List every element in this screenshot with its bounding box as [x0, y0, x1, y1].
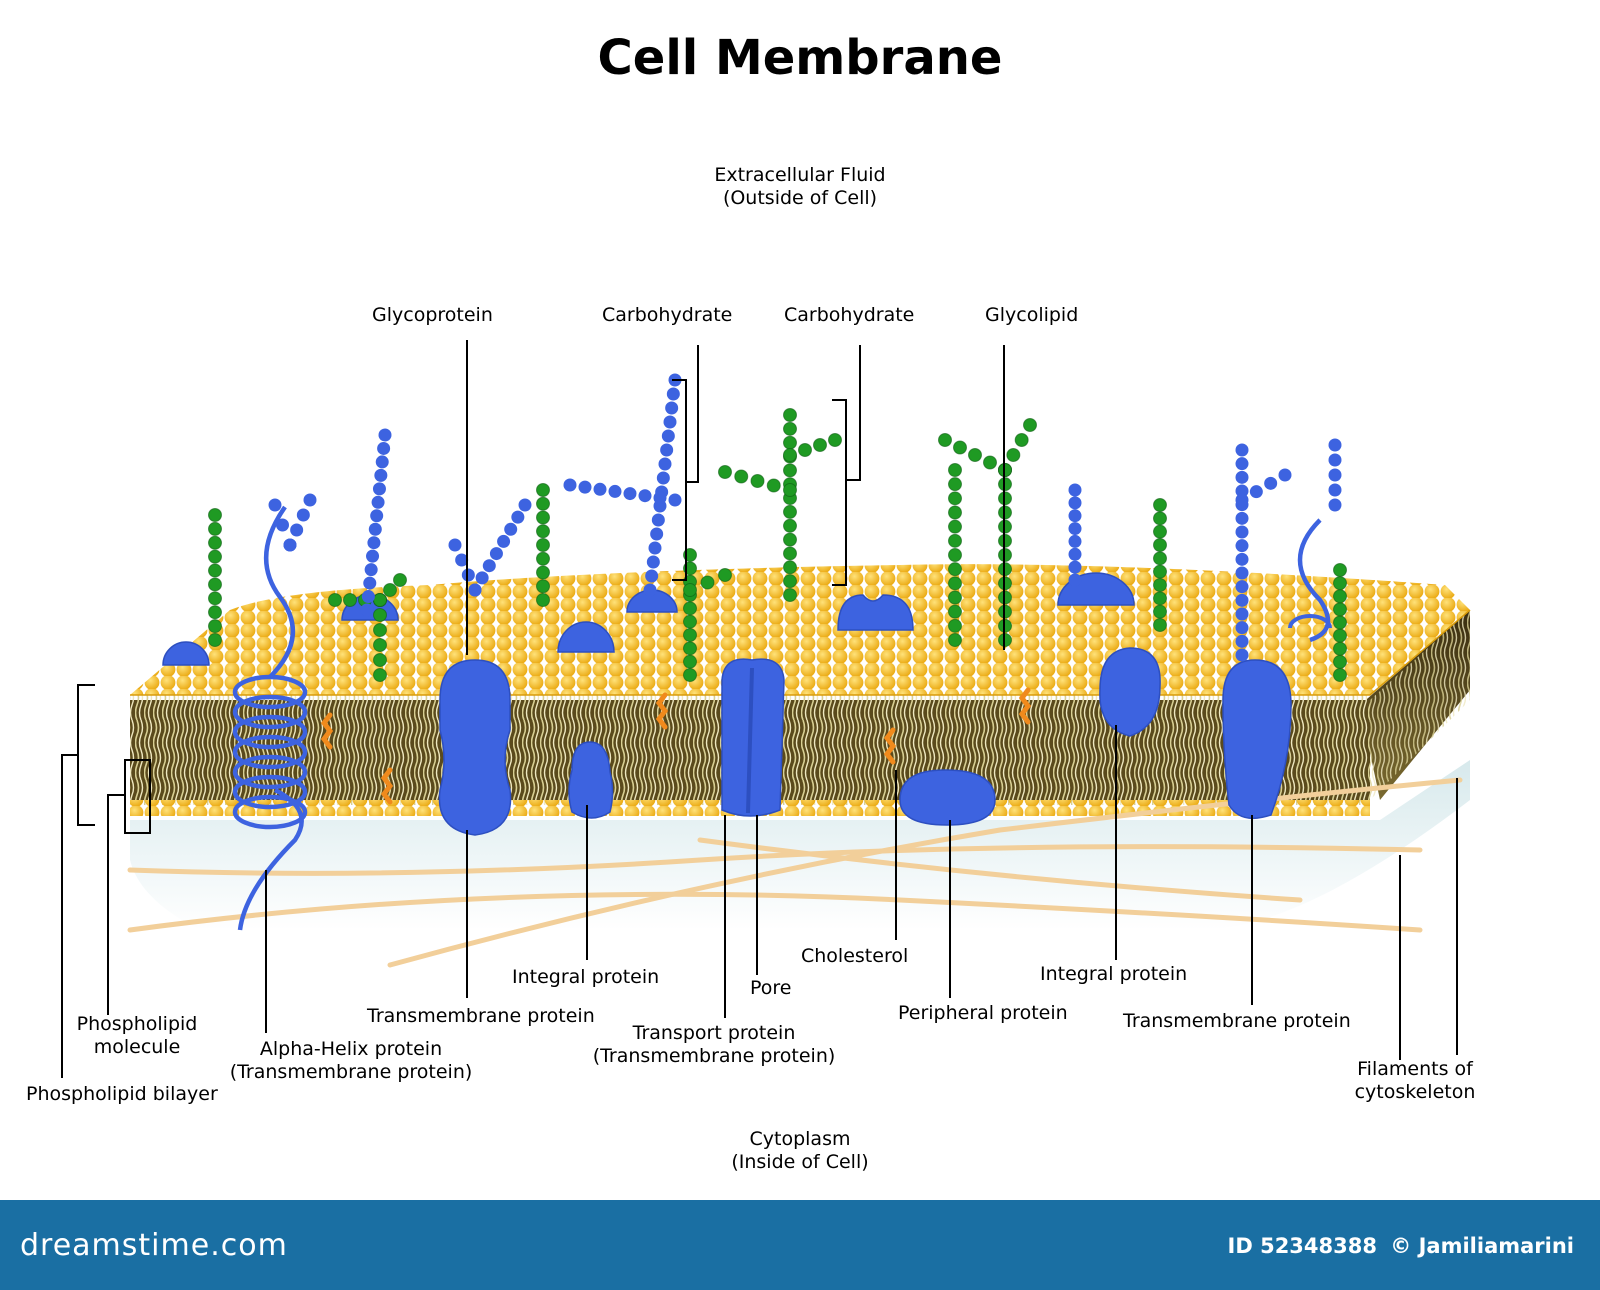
surface-protein-b — [557, 621, 615, 653]
glycan-chain — [1235, 443, 1249, 662]
footer-brand: dreamstime.com — [20, 1228, 288, 1263]
glycan-chain — [268, 498, 297, 552]
filaments-line2: cytoskeleton — [1354, 1081, 1476, 1103]
label-alpha-helix: Alpha-Helix protein (Transmembrane prote… — [224, 1038, 478, 1084]
integral-protein-left — [568, 741, 614, 819]
glycan-chain — [208, 508, 222, 647]
extracellular-line2: (Outside of Cell) — [722, 187, 878, 209]
label-integral-right: Integral protein — [1040, 963, 1188, 985]
transmembrane-protein-left — [438, 659, 512, 836]
glycan-chain — [948, 463, 962, 647]
glycan-chain — [783, 433, 842, 462]
cytoplasm-label: Cytoplasm (Inside of Cell) — [700, 1128, 900, 1174]
alpha-helix-line2: (Transmembrane protein) — [229, 1061, 473, 1083]
glycan-chain — [1328, 438, 1342, 512]
glycan-chain — [1235, 468, 1292, 507]
peripheral-protein — [899, 769, 996, 826]
label-cholesterol: Cholesterol — [801, 945, 909, 967]
footer-id: ID 52348388 — [1227, 1234, 1377, 1258]
glycan-chain — [1153, 498, 1167, 632]
transport-line2: (Transmembrane protein) — [592, 1045, 836, 1067]
glycan-chain — [643, 373, 682, 597]
filaments-line1: Filaments of — [1357, 1058, 1473, 1080]
footer-bar: dreamstime.com ID 52348388 © Jamiliamari… — [0, 1200, 1600, 1290]
label-pore: Pore — [750, 977, 792, 999]
label-phospholipid-bilayer: Phospholipid bilayer — [26, 1083, 218, 1105]
glycan-chain — [683, 568, 732, 597]
left-small-protein — [162, 641, 210, 666]
cholesterol-molecules — [320, 687, 1032, 805]
cytoplasm-line2: (Inside of Cell) — [731, 1151, 869, 1173]
transport-protein — [721, 658, 785, 817]
transport-line1: Transport protein — [632, 1022, 796, 1044]
surface-protein-d — [837, 594, 914, 631]
transmembrane-protein-right — [1222, 659, 1292, 820]
alpha-helix-line1: Alpha-Helix protein — [259, 1038, 443, 1060]
cytoplasm-line1: Cytoplasm — [749, 1128, 851, 1150]
label-glycoprotein: Glycoprotein — [372, 304, 493, 326]
phospholipid-molecule-line1: Phospholipid — [76, 1013, 198, 1035]
label-carbohydrate-2: Carbohydrate — [784, 304, 915, 326]
label-transmembrane-right: Transmembrane protein — [1123, 1010, 1351, 1032]
integral-protein-right — [1099, 647, 1161, 737]
glycan-chain — [448, 538, 482, 597]
cell-membrane-diagram — [61, 340, 1471, 1078]
label-phospholipid-molecule: Phospholipid molecule — [72, 1013, 202, 1059]
extracellular-line1: Extracellular Fluid — [714, 164, 886, 186]
label-carbohydrate-1: Carbohydrate — [602, 304, 733, 326]
cytoskeleton-filaments — [127, 777, 1463, 968]
label-filaments: Filaments of cytoskeleton — [1350, 1058, 1480, 1104]
glycan-chain — [468, 498, 532, 597]
glycan-chain — [360, 428, 392, 617]
glycan-chain — [1333, 563, 1347, 682]
label-glycolipid: Glycolipid — [985, 304, 1079, 326]
glycan-chain — [536, 483, 550, 607]
footer-copyright: © Jamiliamarini — [1390, 1234, 1574, 1258]
alpha-helix-coil — [232, 505, 308, 931]
lipid-tails-side — [1370, 610, 1470, 800]
glycan-chain — [1068, 483, 1082, 587]
label-transmembrane-left: Transmembrane protein — [367, 1005, 595, 1027]
phospholipid-molecule-line2: molecule — [93, 1036, 181, 1058]
leader-lines — [61, 340, 1458, 1078]
glycan-chain — [718, 465, 797, 497]
glycan-chain — [328, 593, 387, 607]
label-transport-protein: Transport protein (Transmembrane protein… — [587, 1022, 841, 1068]
label-peripheral: Peripheral protein — [898, 1002, 1068, 1024]
extracellular-label: Extracellular Fluid (Outside of Cell) — [700, 164, 900, 210]
label-integral-left: Integral protein — [512, 966, 660, 988]
glycan-chain — [783, 408, 797, 602]
glycan-chain — [563, 478, 682, 507]
footer-credit: ID 52348388 © Jamiliamarini — [1222, 1234, 1574, 1258]
diagram-title: Cell Membrane — [597, 30, 1003, 86]
